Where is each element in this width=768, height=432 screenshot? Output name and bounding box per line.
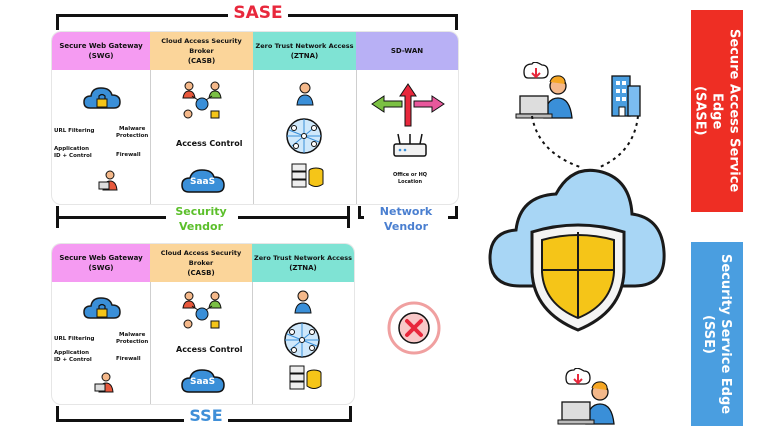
sase-bracket-left — [56, 14, 228, 17]
swg-url-filtering: URL Filtering — [54, 128, 95, 134]
swg-firewall: Firewall — [116, 152, 141, 158]
security-vendor-line-right — [238, 216, 350, 219]
casb-access-control: Access Control — [176, 345, 243, 354]
server-database-icon — [289, 365, 322, 390]
office-building-icon — [611, 75, 641, 117]
security-vendor-label: Security Vendor — [175, 205, 227, 233]
saas-cloud-icon — [181, 169, 225, 193]
saas-label: SaaS — [190, 377, 216, 387]
cloud-shield-icon — [488, 168, 666, 332]
cloud-lock-icon — [83, 87, 121, 109]
col-sub: (SWG) — [88, 52, 114, 60]
col-sub: (ZTNA) — [289, 264, 317, 272]
remote-user-icon-sse — [557, 368, 615, 425]
sse-col-casb-header: Cloud Access Security Broker (CASB) — [150, 244, 252, 282]
col-sub: (CASB) — [187, 269, 215, 277]
network-vendor-left-tick — [358, 206, 361, 218]
sase-panel: Secure Web Gateway (SWG) Cloud Access Se… — [52, 32, 458, 204]
col-title: Zero Trust Network Access — [254, 254, 352, 262]
security-vendor-right-tick — [347, 206, 350, 228]
col-title: Cloud Access Security Broker — [161, 37, 242, 55]
sase-col-swg-header: Secure Web Gateway (SWG) — [52, 32, 150, 70]
sse-col-ztna-header: Zero Trust Network Access (ZTNA) — [252, 244, 354, 282]
remote-user-icon — [515, 62, 573, 119]
sse-title: SSE — [189, 406, 223, 425]
routing-arrows-icon — [371, 83, 445, 127]
people-network-icon — [182, 291, 222, 329]
sse-bracket-left — [56, 419, 184, 422]
saas-label: SaaS — [190, 177, 216, 187]
sase-sidebar-label: Secure Access Service Edge (SASE) — [692, 29, 742, 193]
swg-app-id-control: Application ID + Control — [54, 146, 92, 159]
network-vendor-label: Network Vendor — [379, 205, 433, 233]
divider — [252, 282, 253, 404]
sase-bracket-right — [288, 14, 458, 17]
sse-sidebar-label: Security Service Edge (SSE) — [701, 253, 733, 415]
router-icon — [393, 133, 427, 157]
network-vendor-line-left — [358, 216, 364, 219]
x-circle-icon — [387, 301, 441, 355]
security-vendor-line-left — [56, 216, 166, 219]
col-sub: (ZTNA) — [290, 52, 319, 60]
sase-col-casb-header: Cloud Access Security Broker (CASB) — [150, 32, 253, 70]
divider — [356, 70, 357, 204]
col-title: SD-WAN — [390, 47, 424, 55]
divider — [150, 282, 151, 404]
sase-bracket-left-tick — [56, 14, 59, 30]
swg-firewall: Firewall — [116, 356, 141, 362]
swg-url-filtering: URL Filtering — [54, 336, 95, 342]
saas-cloud-icon — [181, 369, 225, 393]
col-title: Zero Trust Network Access — [255, 42, 354, 50]
sase-bracket-right-tick — [455, 14, 458, 30]
sse-bracket-right-tick — [349, 406, 352, 422]
person-laptop-icon — [98, 170, 118, 191]
sase-col-sdwan-header: SD-WAN — [356, 32, 458, 70]
col-sub: (SWG) — [88, 264, 114, 272]
cloud-lock-icon — [83, 297, 121, 319]
col-title: Secure Web Gateway — [59, 254, 143, 262]
sse-panel: Secure Web Gateway (SWG) Cloud Access Se… — [52, 244, 354, 404]
sase-sidebar: Secure Access Service Edge (SASE) — [691, 10, 743, 212]
sdwan-office-location: Office or HQ Location — [393, 172, 427, 185]
col-title: Cloud Access Security Broker — [160, 249, 242, 267]
user-icon — [294, 290, 312, 314]
globe-network-icon — [286, 118, 322, 154]
globe-network-icon — [284, 322, 320, 358]
sase-col-ztna-header: Zero Trust Network Access (ZTNA) — [253, 32, 356, 70]
divider — [150, 70, 151, 204]
server-database-icon — [291, 163, 324, 188]
people-network-icon — [182, 81, 222, 119]
connection-dashed-lines — [531, 115, 639, 168]
swg-app-id-control: Application ID + Control — [54, 350, 92, 363]
sse-bracket-left-tick — [56, 406, 59, 422]
swg-malware-protection: Malware Protection — [116, 126, 149, 139]
user-icon — [296, 82, 314, 106]
sse-col-swg-header: Secure Web Gateway (SWG) — [52, 244, 150, 282]
sase-title: SASE — [233, 3, 283, 23]
swg-malware-protection: Malware Protection — [116, 332, 149, 345]
sse-bracket-right — [228, 419, 352, 422]
sse-sidebar: Security Service Edge (SSE) — [691, 242, 743, 426]
divider — [253, 70, 254, 204]
network-vendor-right-tick — [455, 206, 458, 218]
col-title: Secure Web Gateway — [59, 42, 143, 50]
casb-access-control: Access Control — [176, 139, 243, 148]
col-sub: (CASB) — [187, 57, 216, 65]
network-vendor-line-right — [448, 216, 458, 219]
person-laptop-icon — [94, 372, 114, 393]
